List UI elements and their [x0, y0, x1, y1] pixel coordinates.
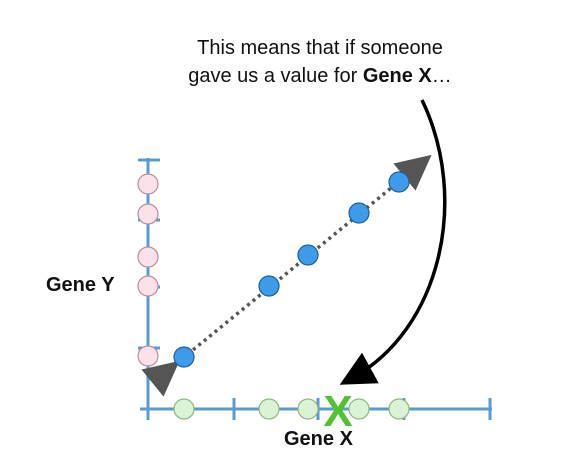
- scatter-point: [388, 171, 410, 193]
- y-marginal-point: [137, 173, 159, 195]
- scatter-point: [297, 244, 319, 266]
- caption-line-2: gave us a value for Gene X…: [150, 62, 490, 90]
- x-marginal-point: [348, 398, 370, 420]
- curved-arrow-icon: [339, 99, 447, 385]
- scatter-point: [258, 275, 280, 297]
- y-axis-label: Gene Y: [46, 274, 115, 296]
- y-marginal-point: [137, 203, 159, 225]
- x-marginal-point: [297, 398, 319, 420]
- x-axis-label: Gene X: [284, 428, 353, 450]
- caption-gene-x: Gene X: [362, 65, 432, 87]
- y-marginal-point: [137, 345, 159, 367]
- y-marginal-point: [137, 246, 159, 268]
- x-marginal-point: [388, 398, 410, 420]
- x-marginal-point: [258, 398, 280, 420]
- gene-x-value-marker: X: [323, 387, 352, 436]
- caption-line-1: This means that if someone: [197, 37, 443, 59]
- caption: This means that if someone gave us a val…: [150, 34, 490, 90]
- dotted-fit-line-icon: [141, 154, 432, 397]
- scatter-point: [348, 202, 370, 224]
- y-marginal-point: [137, 275, 159, 297]
- scatter-points: [173, 171, 410, 368]
- x-marginal-points: [173, 398, 410, 420]
- scatter-point: [173, 346, 195, 368]
- x-marginal-point: [173, 398, 195, 420]
- caption-ellipsis: …: [431, 65, 452, 87]
- caption-line-2-prefix: gave us a value for: [188, 65, 363, 87]
